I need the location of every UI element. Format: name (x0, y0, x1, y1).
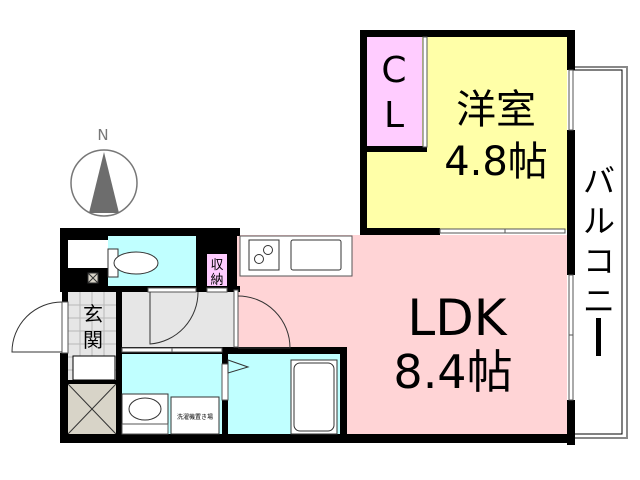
svg-text:コ: コ (583, 242, 615, 280)
walls (60, 30, 575, 445)
ldk-size: 8.4帖 (393, 345, 512, 399)
storage-label-1: 収 (210, 258, 223, 273)
compass-circle (70, 149, 138, 217)
balcony (570, 66, 628, 439)
entrance-step (72, 355, 116, 381)
western-room-size: 4.8帖 (444, 139, 548, 185)
stove-burner-icon (254, 254, 264, 264)
stove-burner-icon (263, 245, 273, 255)
compass-north-label: N (97, 126, 108, 144)
hallway (118, 292, 236, 347)
toilet-tank-area (68, 240, 108, 268)
svg-text:ニ: ニ (583, 282, 615, 320)
entrance-label-2: 関 (83, 328, 103, 352)
compass: N (70, 126, 138, 217)
door-swings (11, 291, 291, 374)
openings (61, 36, 574, 401)
toilet-icon (107, 248, 159, 278)
washer-space (170, 396, 220, 435)
sink-icon (290, 239, 342, 271)
closet-label-c: C (381, 50, 406, 91)
washbasin-icon (128, 397, 162, 421)
kitchen-counter (239, 235, 353, 277)
storage-room (207, 254, 227, 288)
ldk-name: LDK (407, 289, 507, 347)
closet (367, 36, 422, 146)
svg-text:ル: ル (583, 202, 615, 240)
western-room-name: 洋室 (456, 87, 536, 133)
balcony-label: バ ル コ ニ (583, 162, 615, 356)
storage-label-2: 納 (210, 273, 223, 288)
svg-text:バ: バ (583, 162, 615, 200)
washer-space-label: 洗濯機置き場 (177, 413, 213, 421)
closet-label-l: L (384, 95, 404, 136)
north-arrow-icon (89, 152, 119, 213)
entrance-label-1: 玄 (83, 302, 103, 326)
shoe-cabinet-x-icon (67, 383, 117, 435)
